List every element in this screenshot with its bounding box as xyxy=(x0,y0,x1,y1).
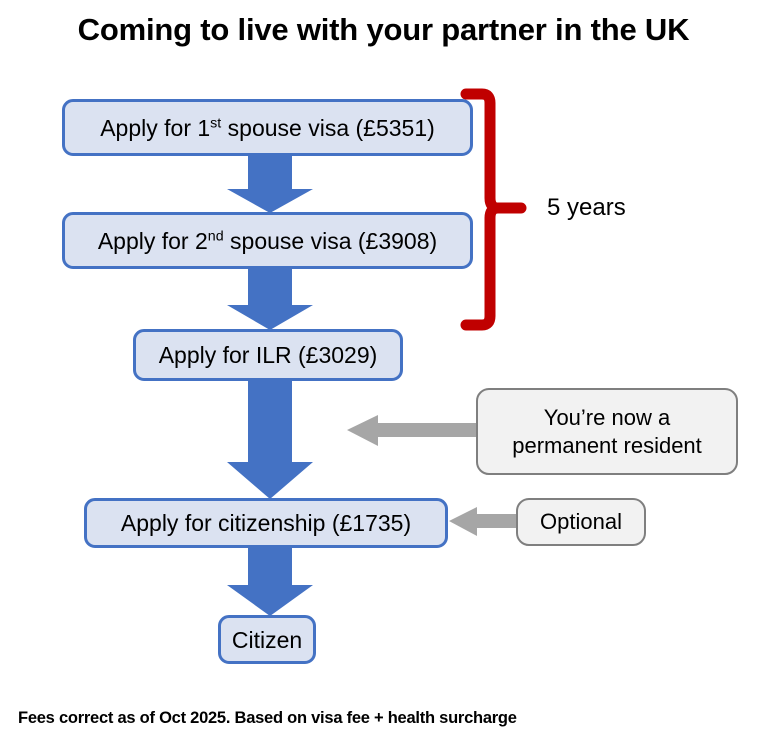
page-title: Coming to live with your partner in the … xyxy=(77,12,690,47)
step-label-citizenship: Apply for citizenship (£1735) xyxy=(120,510,412,536)
callout-line-2: permanent resident xyxy=(512,432,702,458)
step-label-ilr: Apply for ILR (£3029) xyxy=(158,342,378,368)
step-box-spouse-visa-2[interactable]: Apply for 2nd spouse visa (£3908) xyxy=(62,212,473,269)
step-box-spouse-visa-1[interactable]: Apply for 1st spouse visa (£5351) xyxy=(62,99,473,156)
callout-text-optional: Optional xyxy=(540,509,622,534)
callout-line-1: You’re now a xyxy=(543,404,671,430)
callout-optional[interactable]: Optional xyxy=(516,498,646,546)
brace-5-years xyxy=(460,88,527,331)
step-label-spouse-visa-2: Apply for 2nd spouse visa (£3908) xyxy=(97,227,438,254)
step-label-spouse-visa-1: Apply for 1st spouse visa (£5351) xyxy=(100,114,435,141)
step-label-citizen: Citizen xyxy=(231,626,303,653)
arrow-down-citizenship-to-citizen xyxy=(227,548,313,616)
step-box-citizenship[interactable]: Apply for citizenship (£1735) xyxy=(84,498,448,548)
footnote-fees: Fees correct as of Oct 2025. Based on vi… xyxy=(18,709,517,727)
arrow-down-spouse1-to-spouse2 xyxy=(227,156,313,213)
arrow-left-resident-callout xyxy=(347,415,478,446)
arrow-left-optional-callout xyxy=(449,507,517,536)
arrow-down-spouse2-to-ilr xyxy=(227,269,313,330)
brace-label-5-years: 5 years xyxy=(547,194,626,221)
arrow-down-ilr-to-citizenship xyxy=(227,381,313,499)
callout-text-permanent-resident: You’re now a permanent resident xyxy=(512,404,702,460)
step-box-citizen[interactable]: Citizen xyxy=(218,615,316,664)
callout-permanent-resident[interactable]: You’re now a permanent resident xyxy=(476,388,738,475)
step-box-ilr[interactable]: Apply for ILR (£3029) xyxy=(133,329,403,381)
